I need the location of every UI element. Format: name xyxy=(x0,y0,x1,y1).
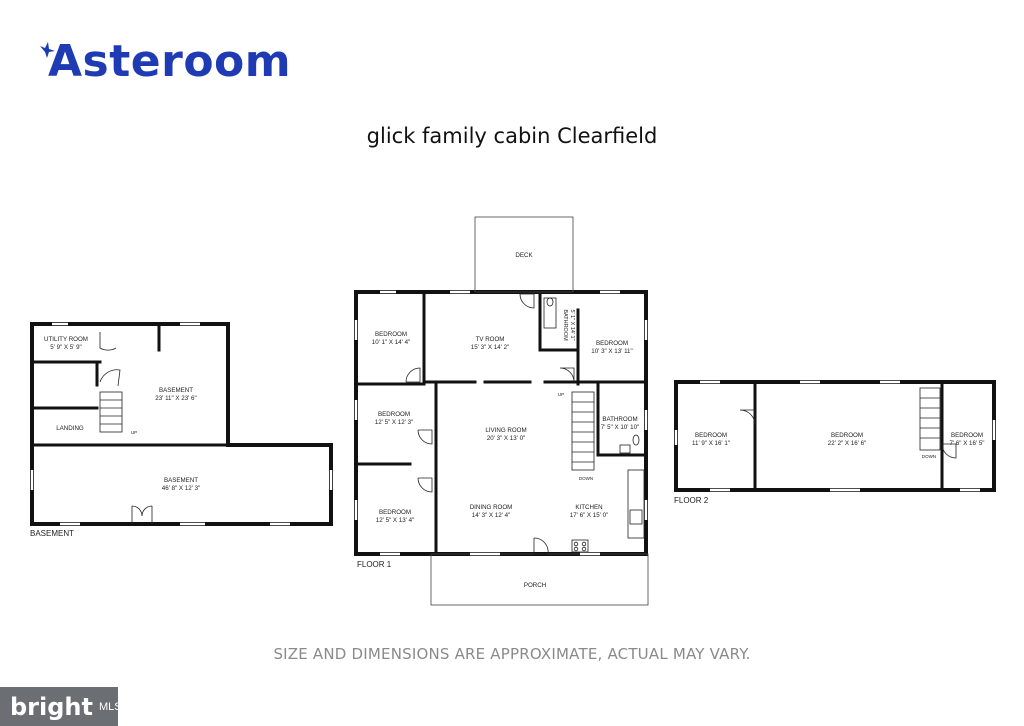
toilet-icon xyxy=(546,297,554,307)
stair-up-label: UP xyxy=(131,430,137,435)
floor-label-basement: BASEMENT xyxy=(30,529,74,538)
basement-stairs xyxy=(99,391,123,433)
room-dims: 11' 9" X 16' 1" xyxy=(692,440,730,447)
page-title: glick family cabin Clearfield xyxy=(366,124,658,148)
room-dims: 22' 2" X 16' 6" xyxy=(828,440,866,447)
porch-outline xyxy=(430,553,649,606)
room-label: BASEMENT xyxy=(159,387,193,394)
stove-icon xyxy=(571,539,589,553)
logo-star-icon xyxy=(40,42,55,58)
stair-down-label: DOWN xyxy=(922,454,936,459)
room-label: BASEMENT xyxy=(164,477,198,484)
room-label: BEDROOM xyxy=(375,331,407,338)
room-label: KITCHEN xyxy=(575,504,602,511)
room-label: BEDROOM xyxy=(378,411,410,418)
stair-down-label: DOWN xyxy=(579,476,593,481)
room-dims: 12' 5" X 12' 3" xyxy=(375,419,413,426)
room-label: BATHROOM xyxy=(562,309,568,341)
room-label: DECK xyxy=(515,252,533,259)
room-label: BEDROOM xyxy=(379,509,411,516)
room-label: BEDROOM xyxy=(596,340,628,347)
room-dims: 5' 1" X 14' 1" xyxy=(569,309,575,340)
room-label: DINING ROOM xyxy=(470,504,513,511)
floor-label-floor1: FLOOR 1 xyxy=(357,560,392,569)
room-dims: 7' 6" X 16' 5" xyxy=(950,440,985,447)
room-dims: 46' 8" X 12' 3" xyxy=(162,485,200,492)
brand-wordmark: Asteroom xyxy=(48,36,292,87)
room-label: BEDROOM xyxy=(951,432,983,439)
room-dims: 12' 5" X 13' 4" xyxy=(376,517,414,524)
room-label: LANDING xyxy=(56,425,84,432)
room-label: LIVING ROOM xyxy=(485,427,526,434)
room-dims: 15' 3" X 14' 2" xyxy=(471,344,509,351)
toilet2-icon xyxy=(632,434,640,446)
room-label: TV ROOM xyxy=(476,336,505,343)
disclaimer-text: SIZE AND DIMENSIONS ARE APPROXIMATE, ACT… xyxy=(273,645,751,663)
room-dims: 23' 11" X 23' 6" xyxy=(155,395,196,402)
deck-outline xyxy=(474,216,574,293)
bright-mls-watermark: bright MLS xyxy=(0,687,122,726)
room-dims: 10' 3" X 13' 11" xyxy=(591,348,632,355)
room-label: UTILITY ROOM xyxy=(44,336,88,343)
stair-up-label: UP xyxy=(558,392,564,397)
floor-label-floor2: FLOOR 2 xyxy=(674,496,709,505)
room-label: PORCH xyxy=(524,582,546,589)
room-label: BATHROOM xyxy=(602,416,637,423)
sink-icon xyxy=(619,444,631,454)
floor2-stairs xyxy=(919,387,941,451)
counter-icon xyxy=(627,469,645,539)
fridge-icon xyxy=(629,509,643,525)
room-dims: 5' 9" X 5' 9" xyxy=(50,344,82,351)
tub-icon xyxy=(543,297,557,329)
room-dims: 7' 5" X 10' 10" xyxy=(601,424,639,431)
asteroom-logo xyxy=(40,42,55,58)
room-dims: 14' 3" X 12' 4" xyxy=(472,512,510,519)
room-dims: 10' 1" X 14' 4" xyxy=(372,339,410,346)
bright-word: bright xyxy=(10,692,93,721)
room-dims: 20' 3" X 13' 0" xyxy=(487,435,525,442)
floor1-stairs xyxy=(571,391,595,471)
room-label: BEDROOM xyxy=(831,432,863,439)
room-label: BEDROOM xyxy=(695,432,727,439)
room-dims: 17' 6" X 15' 0" xyxy=(570,512,608,519)
mls-word: MLS xyxy=(98,700,122,713)
basement-walls xyxy=(30,322,333,526)
